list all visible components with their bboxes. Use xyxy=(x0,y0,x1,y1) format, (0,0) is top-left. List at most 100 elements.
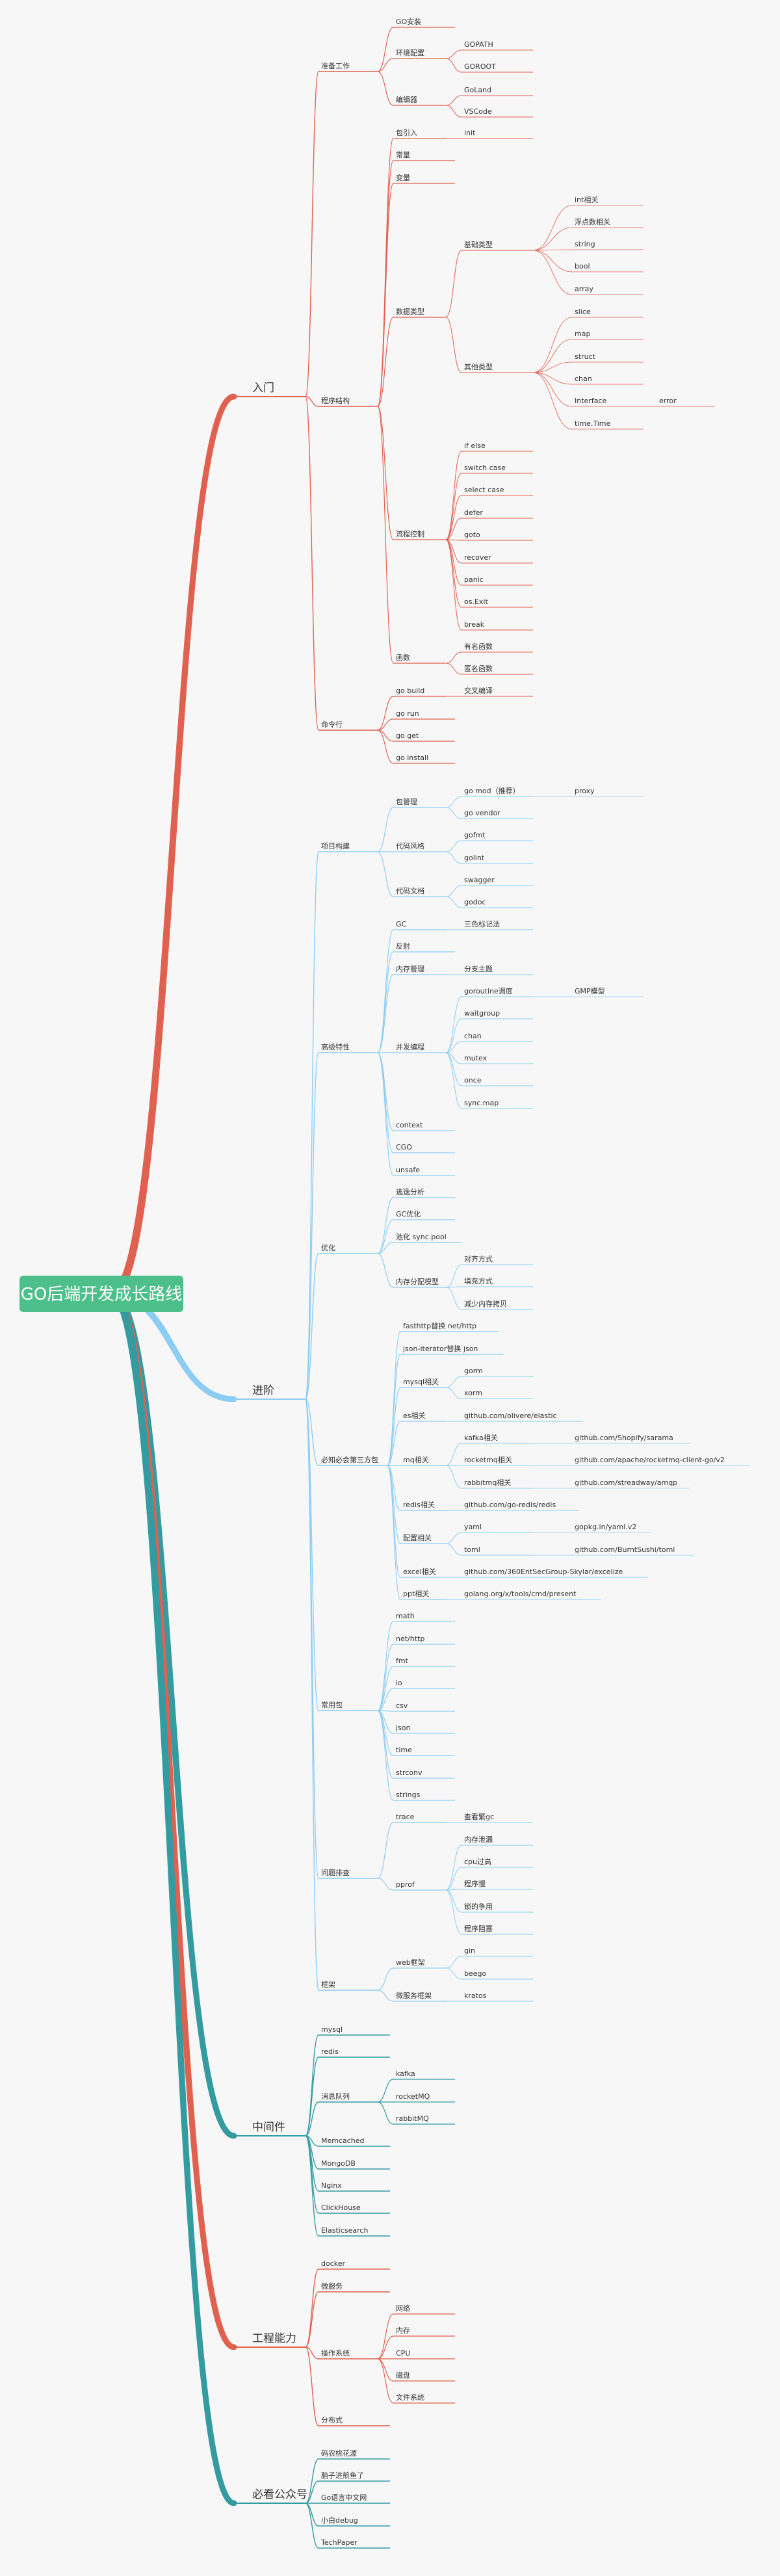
node-label[interactable]: 三色标记法 xyxy=(464,919,500,928)
node-label[interactable]: go get xyxy=(396,731,419,740)
node-label[interactable]: 逃逸分析 xyxy=(396,1187,424,1196)
node-label[interactable]: time xyxy=(396,1746,412,1754)
node-label[interactable]: 命令行 xyxy=(321,720,343,729)
node-label[interactable]: kafka xyxy=(396,2070,415,2078)
node-label[interactable]: kafka相关 xyxy=(464,1433,498,1442)
node-label[interactable]: array xyxy=(575,285,593,293)
node-label[interactable]: 分支主题 xyxy=(464,965,493,973)
node-label[interactable]: panic xyxy=(464,575,484,584)
node-label[interactable]: 包管理 xyxy=(396,797,417,806)
node-label[interactable]: 反射 xyxy=(396,941,410,951)
node-label[interactable]: json-iterator替换 json xyxy=(402,1344,478,1353)
node-label[interactable]: pprof xyxy=(396,1880,415,1889)
node-label[interactable]: 包引入 xyxy=(396,128,417,137)
node-label[interactable]: chan xyxy=(464,1032,482,1040)
node-label[interactable]: error xyxy=(659,397,677,405)
node-label[interactable]: gin xyxy=(464,1947,475,1955)
node-label[interactable]: io xyxy=(396,1679,402,1687)
node-label[interactable]: GoLand xyxy=(464,86,491,94)
node-label[interactable]: 微服务框架 xyxy=(396,1991,432,2000)
node-label[interactable]: 有名函数 xyxy=(464,642,493,651)
node-label[interactable]: goto xyxy=(464,531,480,539)
node-label[interactable]: int相关 xyxy=(575,195,598,204)
node-label[interactable]: 环境配置 xyxy=(396,48,424,57)
node-label[interactable]: go run xyxy=(396,709,419,718)
node-label[interactable]: sync.map xyxy=(464,1099,499,1107)
node-label[interactable]: godoc xyxy=(464,898,486,906)
node-label[interactable]: init xyxy=(464,129,476,137)
node-label[interactable]: 高级特性 xyxy=(321,1042,350,1051)
node-label[interactable]: MongoDB xyxy=(321,2159,356,2168)
node-label[interactable]: 消息队列 xyxy=(321,2092,350,2101)
root-node[interactable]: GO后端开发成长路线 xyxy=(20,1276,183,1312)
node-label[interactable]: 流程控制 xyxy=(396,529,424,538)
node-label[interactable]: github.com/streadway/amqp xyxy=(575,1479,677,1487)
node-label[interactable]: mutex xyxy=(464,1054,488,1062)
node-label[interactable]: golang.org/x/tools/cmd/present xyxy=(464,1590,577,1598)
node-label[interactable]: goroutine调度 xyxy=(464,986,513,995)
node-label[interactable]: mysql xyxy=(321,2025,343,2034)
node-label[interactable]: rabbitmq相关 xyxy=(464,1478,511,1487)
node-label[interactable]: web框架 xyxy=(396,1958,425,1967)
node-label[interactable]: 必知必会第三方包 xyxy=(321,1455,378,1464)
node-label[interactable]: TechPaper xyxy=(320,2538,358,2547)
node-label[interactable]: 减少内存拷贝 xyxy=(464,1299,507,1308)
node-label[interactable]: select case xyxy=(464,486,504,494)
node-label[interactable]: yaml xyxy=(464,1523,482,1531)
node-label[interactable]: Memcached xyxy=(321,2136,365,2145)
node-label[interactable]: 浮点数相关 xyxy=(575,217,610,226)
branch-label[interactable]: 进阶 xyxy=(252,1384,274,1397)
node-label[interactable]: xorm xyxy=(464,1389,482,1397)
node-label[interactable]: 问题排查 xyxy=(321,1868,350,1877)
node-label[interactable]: math xyxy=(396,1612,415,1620)
node-label[interactable]: go install xyxy=(396,754,428,762)
node-label[interactable]: 配置相关 xyxy=(403,1533,432,1542)
node-label[interactable]: Interface xyxy=(575,397,606,405)
node-label[interactable]: fmt xyxy=(396,1657,409,1665)
node-label[interactable]: 操作系统 xyxy=(321,2348,350,2358)
node-label[interactable]: 查看繁gc xyxy=(464,1812,494,1821)
node-label[interactable]: go build xyxy=(396,687,424,695)
node-label[interactable]: Go语言中文网 xyxy=(321,2493,367,2502)
node-label[interactable]: defer xyxy=(464,508,483,517)
node-label[interactable]: bool xyxy=(575,262,590,270)
node-label[interactable]: once xyxy=(464,1076,482,1084)
node-label[interactable]: 微服务 xyxy=(321,2281,343,2291)
node-label[interactable]: go vendor xyxy=(464,809,500,817)
node-label[interactable]: trace xyxy=(396,1813,415,1821)
node-label[interactable]: fasthttp替换 net/http xyxy=(403,1321,476,1330)
node-label[interactable]: go mod（推荐） xyxy=(464,786,520,795)
node-label[interactable]: golint xyxy=(464,854,485,862)
node-label[interactable]: CGO xyxy=(396,1143,412,1151)
node-label[interactable]: proxy xyxy=(575,787,595,795)
node-label[interactable]: 脑子进煎鱼了 xyxy=(321,2471,364,2480)
node-label[interactable]: GC优化 xyxy=(396,1209,421,1218)
node-label[interactable]: 内存管理 xyxy=(396,964,424,973)
node-label[interactable]: 锁的争用 xyxy=(464,1902,493,1911)
node-label[interactable]: github.com/BurntSushi/toml xyxy=(575,1545,675,1554)
node-label[interactable]: 磁盘 xyxy=(396,2371,410,2380)
node-label[interactable]: rocketmq相关 xyxy=(464,1455,512,1464)
node-label[interactable]: unsafe xyxy=(396,1166,420,1174)
node-label[interactable]: 分布式 xyxy=(321,2416,343,2425)
node-label[interactable]: github.com/apache/rocketmq-client-go/v2 xyxy=(575,1456,725,1464)
branch-label[interactable]: 入门 xyxy=(252,382,274,395)
node-label[interactable]: gofmt xyxy=(464,831,486,839)
node-label[interactable]: CPU xyxy=(396,2349,410,2358)
node-label[interactable]: mq相关 xyxy=(403,1455,429,1464)
node-label[interactable]: 填充方式 xyxy=(464,1276,493,1285)
node-label[interactable]: rocketMQ xyxy=(396,2092,430,2101)
node-label[interactable]: swagger xyxy=(464,876,495,884)
node-label[interactable]: github.com/Shopify/sarama xyxy=(575,1434,673,1442)
node-label[interactable]: 池化 sync.pool xyxy=(396,1232,447,1241)
node-label[interactable]: 变量 xyxy=(396,173,410,182)
node-label[interactable]: 代码风格 xyxy=(396,841,424,850)
node-label[interactable]: github.com/360EntSecGroup-Skylar/exceliz… xyxy=(464,1568,623,1576)
node-label[interactable]: net/http xyxy=(396,1635,424,1643)
node-label[interactable]: ppt相关 xyxy=(403,1589,429,1598)
node-label[interactable]: 程序慢 xyxy=(464,1879,486,1888)
node-label[interactable]: 准备工作 xyxy=(321,61,350,70)
node-label[interactable]: os.Exit xyxy=(464,598,488,606)
node-label[interactable]: 常用包 xyxy=(321,1701,343,1709)
node-label[interactable]: 网络 xyxy=(396,2304,410,2313)
